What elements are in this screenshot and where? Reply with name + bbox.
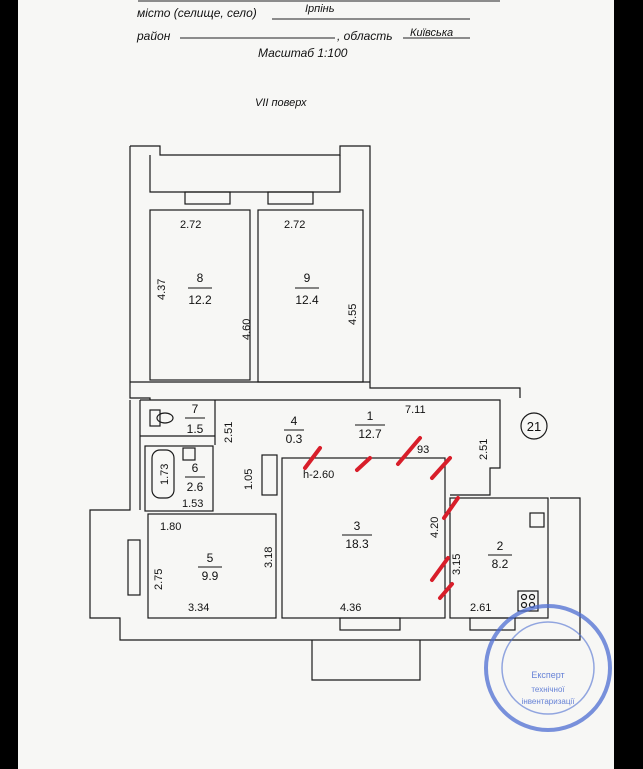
dim-r5-left: 2.75 — [153, 569, 165, 590]
dim-r3-bottom: 4.36 — [340, 602, 361, 614]
city-value: Ірпінь — [305, 3, 335, 15]
dim-r7-right: 2.51 — [223, 422, 235, 443]
apartment-number-circle — [520, 412, 548, 440]
region-value: Київська — [410, 27, 454, 39]
room-7-number: 7 — [192, 402, 199, 416]
demolition-marks — [303, 436, 460, 600]
dim-ceiling: h-2.60 — [303, 469, 334, 481]
boiler-icon — [529, 512, 545, 528]
room-8-outline — [149, 209, 251, 381]
room-8-area: 12.2 — [188, 293, 212, 307]
burner-icon — [528, 593, 536, 601]
room-6-outline — [144, 445, 214, 512]
room-8-number: 8 — [197, 271, 204, 285]
dim-r4-right: 1.05 — [243, 469, 255, 490]
city-label: місто (селище, село) — [137, 6, 257, 20]
outer-wall-north — [129, 146, 151, 400]
balcony-bottom — [311, 640, 421, 681]
dim-r8-left: 4.37 — [156, 279, 168, 300]
dim-r1-93: 93 — [417, 444, 429, 456]
floor-label: VII поверх — [255, 97, 307, 109]
dim-r8-top: 2.72 — [180, 219, 201, 231]
toilet-icon — [156, 412, 174, 424]
stamp: Експерт технічної інвентаризації — [484, 604, 612, 732]
window — [267, 191, 314, 205]
plan-sheet — [18, 0, 614, 769]
bathtub-icon — [151, 449, 175, 499]
room-1-number: 1 — [367, 409, 374, 423]
stamp-text: технічної — [531, 685, 565, 694]
district-label: район — [137, 29, 171, 43]
room-2-area: 8.2 — [492, 557, 509, 571]
room-6-number: 6 — [192, 461, 199, 475]
room-5-number: 5 — [207, 551, 214, 565]
outer-wall-lower — [89, 400, 581, 641]
dim-r2-left: 3.15 — [451, 554, 463, 575]
stamp-text: Експерт — [531, 670, 564, 680]
room-4-area: 0.3 — [286, 432, 303, 446]
dim-r5-top: 1.80 — [160, 521, 181, 533]
region-label: , область — [337, 29, 393, 43]
outer-wall-top — [130, 145, 521, 398]
dim-r9-top: 2.72 — [284, 219, 305, 231]
room-5-area: 9.9 — [202, 569, 219, 583]
room-6-area: 2.6 — [187, 480, 204, 494]
apartment-number: 21 — [527, 419, 541, 434]
room-2-number: 2 — [497, 539, 504, 553]
dim-r1-right: 2.51 — [478, 439, 490, 460]
burner-icon — [520, 601, 528, 609]
stamp-text: інвентаризації — [522, 697, 576, 706]
dim-r5-right: 3.18 — [263, 547, 275, 568]
sink-icon — [182, 447, 196, 461]
dim-r8-right: 4.60 — [241, 319, 253, 340]
dim-r6-bath: 1.73 — [159, 464, 171, 485]
dim-r9-right: 4.55 — [347, 304, 359, 325]
room-9-number: 9 — [304, 271, 311, 285]
room-9-area: 12.4 — [295, 293, 319, 307]
balcony-top — [149, 155, 341, 193]
room-1-area: 12.7 — [358, 427, 382, 441]
room-7-area: 1.5 — [187, 422, 204, 436]
window — [469, 617, 516, 631]
room-4-outline — [261, 454, 278, 496]
room-3-number: 3 — [354, 519, 361, 533]
dim-r2-bottom: 2.61 — [470, 602, 491, 614]
dim-r6-bottom: 1.53 — [182, 498, 203, 510]
dim-r1-top: 7.11 — [405, 404, 426, 416]
room-3-area: 18.3 — [345, 537, 369, 551]
balcony-door — [127, 539, 141, 596]
dim-r3-right: 4.20 — [429, 517, 441, 538]
window — [184, 191, 231, 205]
header-underlines — [138, 0, 500, 39]
room-1-outline — [140, 399, 501, 496]
burner-icon — [520, 593, 528, 601]
dim-r5-bottom: 3.34 — [188, 602, 209, 614]
room-4-number: 4 — [291, 414, 298, 428]
toilet-tank-icon — [149, 409, 161, 427]
room-5-outline — [147, 513, 277, 619]
window — [339, 617, 401, 631]
scale-label: Масштаб 1:100 — [258, 46, 348, 60]
